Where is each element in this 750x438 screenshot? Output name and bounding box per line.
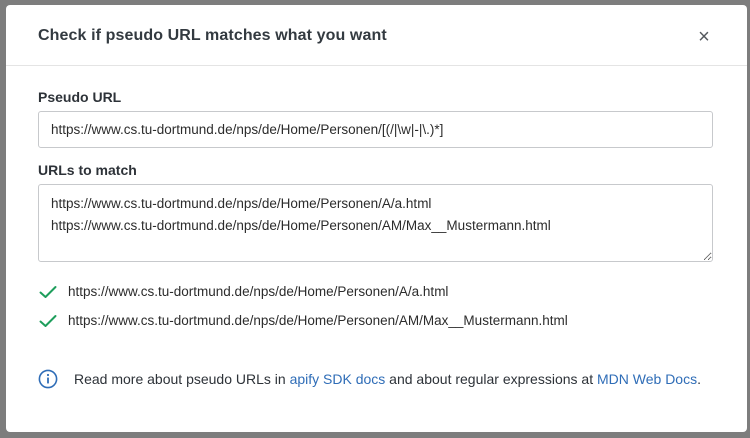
match-url: https://www.cs.tu-dortmund.de/nps/de/Hom… — [68, 284, 449, 299]
mdn-web-docs-link[interactable]: MDN Web Docs — [597, 371, 698, 387]
urls-to-match-label: URLs to match — [38, 162, 137, 178]
info-text-before: Read more about pseudo URLs in — [74, 371, 290, 387]
check-icon — [39, 285, 57, 298]
info-icon — [38, 369, 58, 389]
pseudo-url-input[interactable] — [38, 111, 713, 148]
urls-to-match-textarea[interactable]: https://www.cs.tu-dortmund.de/nps/de/Hom… — [38, 184, 713, 262]
modal-title: Check if pseudo URL matches what you wan… — [38, 27, 387, 44]
pseudo-url-label: Pseudo URL — [38, 89, 122, 105]
match-result-item: https://www.cs.tu-dortmund.de/nps/de/Hom… — [38, 277, 568, 306]
check-icon — [39, 314, 57, 327]
match-results-list: https://www.cs.tu-dortmund.de/nps/de/Hom… — [38, 277, 568, 335]
apify-sdk-docs-link[interactable]: apify SDK docs — [289, 371, 386, 387]
close-icon: × — [698, 26, 710, 48]
match-result-item: https://www.cs.tu-dortmund.de/nps/de/Hom… — [38, 306, 568, 335]
info-text-middle: and about regular expressions at — [385, 371, 597, 387]
info-text-after: . — [697, 371, 701, 387]
modal-header: Check if pseudo URL matches what you wan… — [6, 5, 747, 66]
info-note: Read more about pseudo URLs in apify SDK… — [38, 369, 701, 389]
pseudo-url-modal: Check if pseudo URL matches what you wan… — [6, 5, 747, 432]
close-button[interactable]: × — [694, 27, 714, 47]
match-url: https://www.cs.tu-dortmund.de/nps/de/Hom… — [68, 313, 568, 328]
